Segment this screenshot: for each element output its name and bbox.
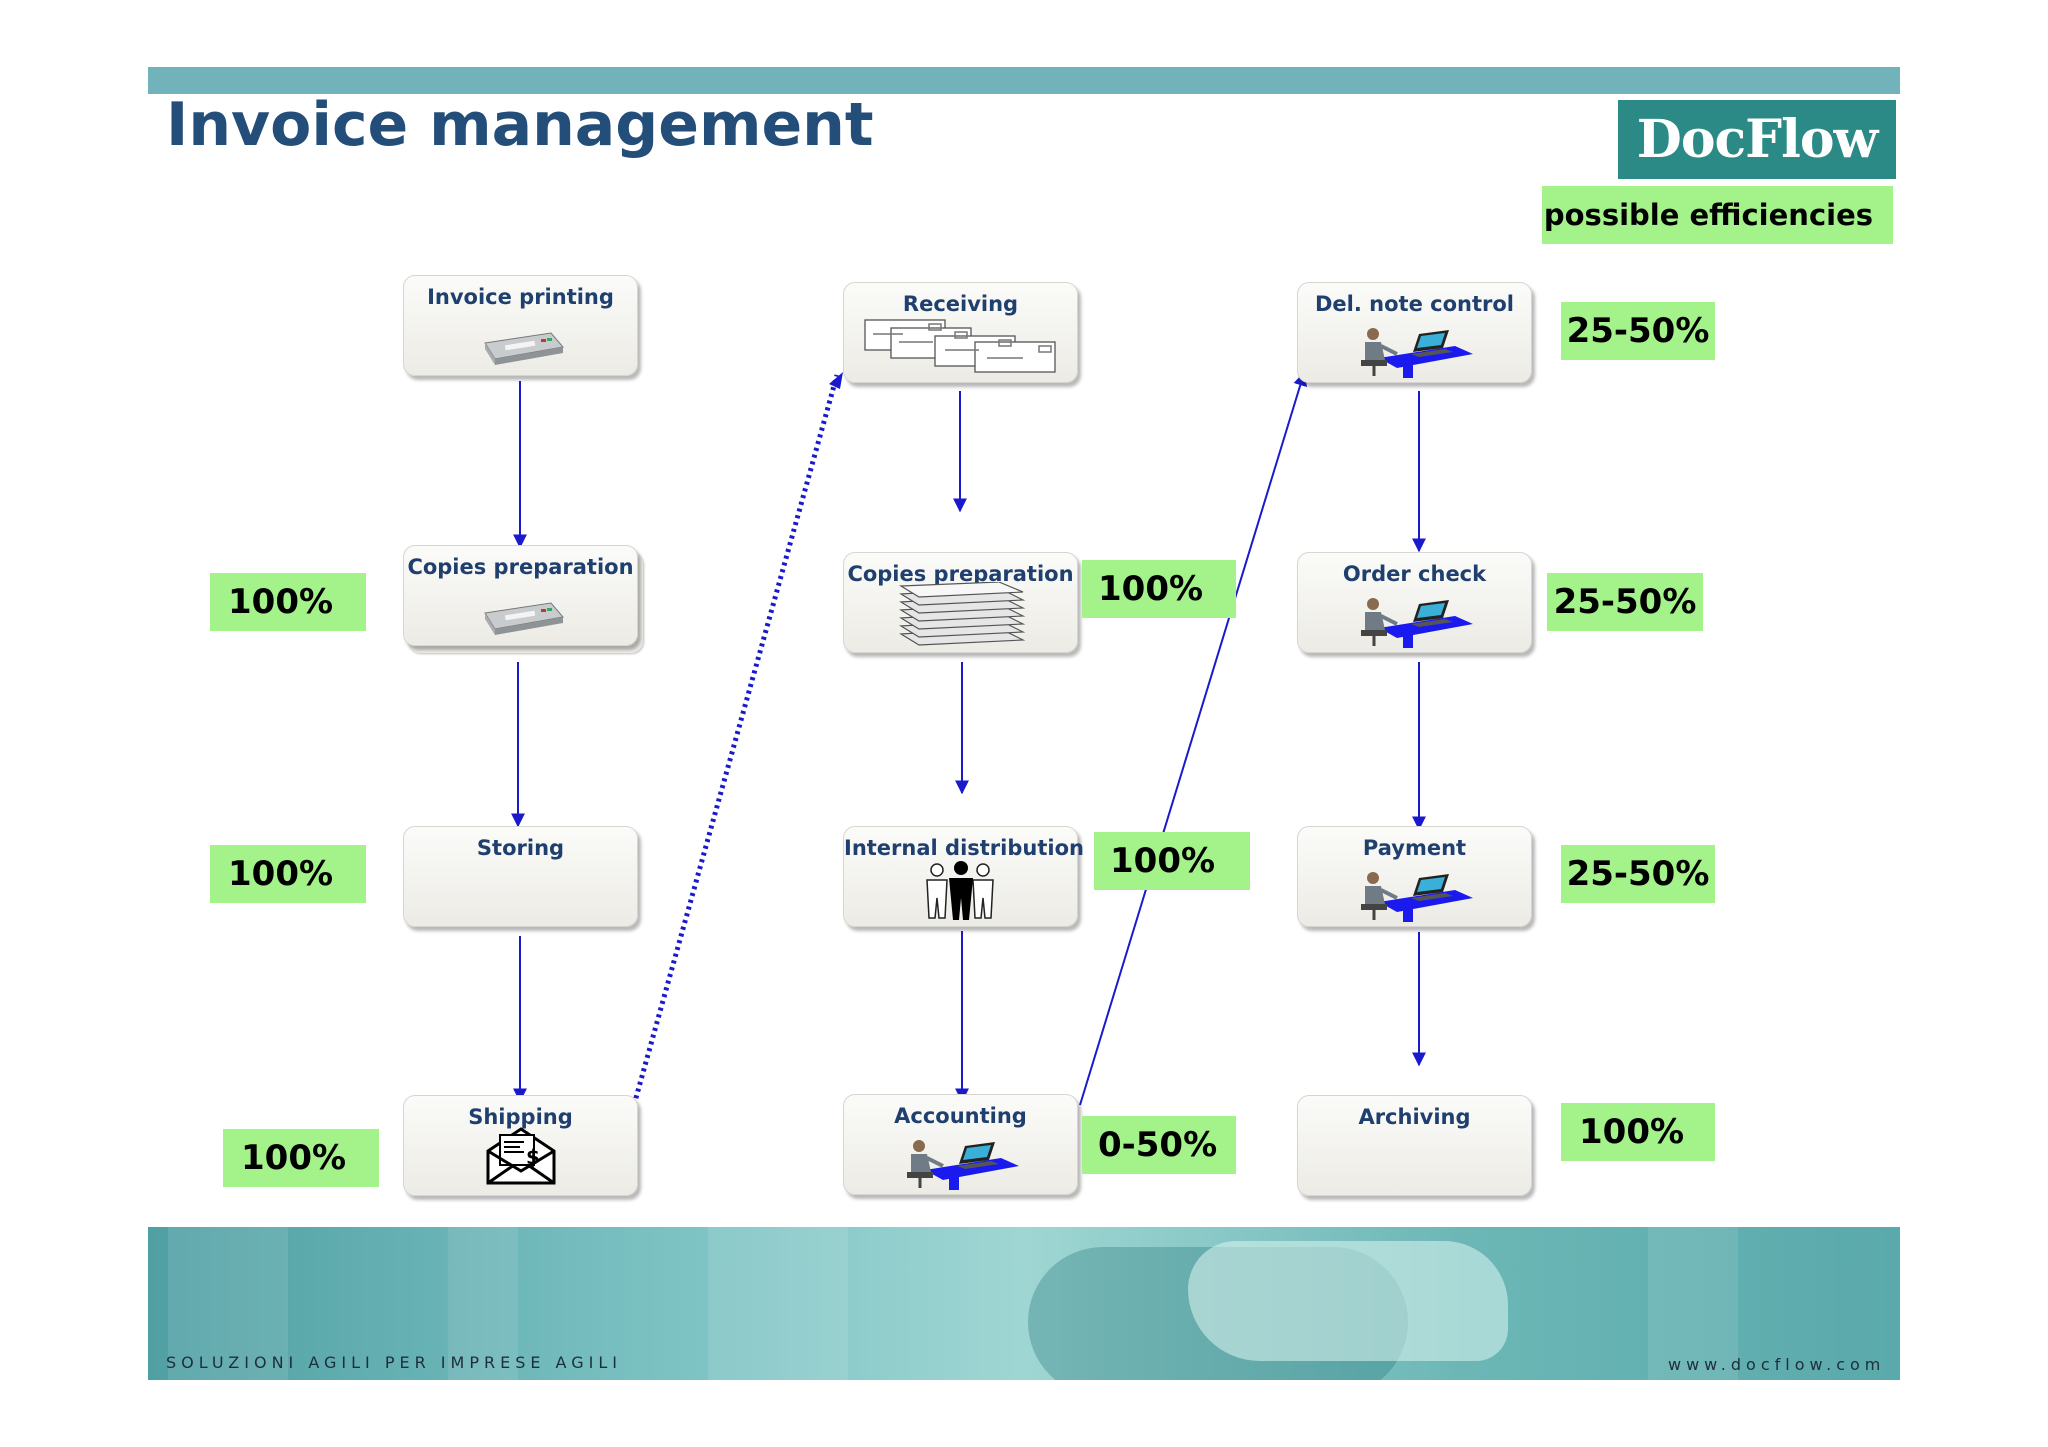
step-label: Invoice printing [427,285,614,309]
computer-worker-icon [1357,594,1473,652]
step-order-check: Order check [1297,552,1532,653]
docflow-logo: DocFlow [1618,100,1896,179]
documents-icon [863,314,1059,378]
envelope-icon: $ [484,1125,558,1189]
step-internal-distribution: Internal distribution [843,826,1084,927]
printer-icon [475,599,567,639]
efficiency-badge: 100% [1561,1103,1715,1161]
people-icon [923,860,999,924]
efficiency-badge: 100% [223,1129,379,1187]
efficiency-badge: 25-50% [1547,573,1703,631]
step-del-note-control: Del. note control [1297,282,1532,383]
computer-worker-icon [903,1136,1019,1194]
step-archiving: Archiving [1297,1095,1532,1196]
efficiency-legend: possible efficiencies [1542,186,1893,244]
footer-banner [148,1227,1900,1380]
step-storing: Storing [403,826,638,927]
arrow-shipping-to-receiving-head [829,372,843,389]
step-label: Shipping [468,1105,573,1129]
page-title: Invoice management [166,90,874,160]
efficiency-badge: 100% [1082,560,1236,618]
arrow-accounting-to-del-note [1079,371,1308,1106]
arrow-shipping-to-receiving [631,374,840,1106]
step-shipping: Shipping $ [403,1095,638,1196]
step-label: Order check [1342,562,1487,586]
footer-url[interactable]: www.docflow.com [1668,1355,1886,1374]
efficiency-badge: 100% [1094,832,1250,890]
paper-stack-icon [895,581,1027,650]
step-label: Internal distribution [844,836,1084,860]
step-invoice-printing: Invoice printing [403,275,638,376]
step-label: Accounting [894,1104,1027,1128]
printer-icon [475,329,567,369]
efficiency-badge: 0-50% [1082,1116,1236,1174]
step-label: Del. note control [1315,292,1514,316]
footer-slogan: SOLUZIONI AGILI PER IMPRESE AGILI [166,1353,622,1372]
efficiency-badge: 100% [210,573,366,631]
step-label: Receiving [902,292,1019,316]
step-copies-preparation-2: Copies preparation [843,552,1078,653]
step-label: Archiving [1358,1105,1471,1129]
step-label: Storing [476,836,565,860]
step-label: Copies preparation [847,562,1074,586]
computer-worker-icon [1357,868,1473,926]
computer-worker-icon [1357,324,1473,382]
step-label: Payment [1362,836,1467,860]
step-payment: Payment [1297,826,1532,927]
efficiency-badge: 25-50% [1561,845,1715,903]
step-receiving: Receiving [843,282,1078,383]
step-accounting: Accounting [843,1094,1078,1195]
top-accent-bar [148,67,1900,94]
efficiency-badge: 100% [210,845,366,903]
step-label: Copies preparation [407,555,634,579]
step-copies-preparation-1: Copies preparation [403,545,638,646]
efficiency-badge: 25-50% [1561,302,1715,360]
efficiency-legend-label: possible efficiencies [1543,198,1873,232]
